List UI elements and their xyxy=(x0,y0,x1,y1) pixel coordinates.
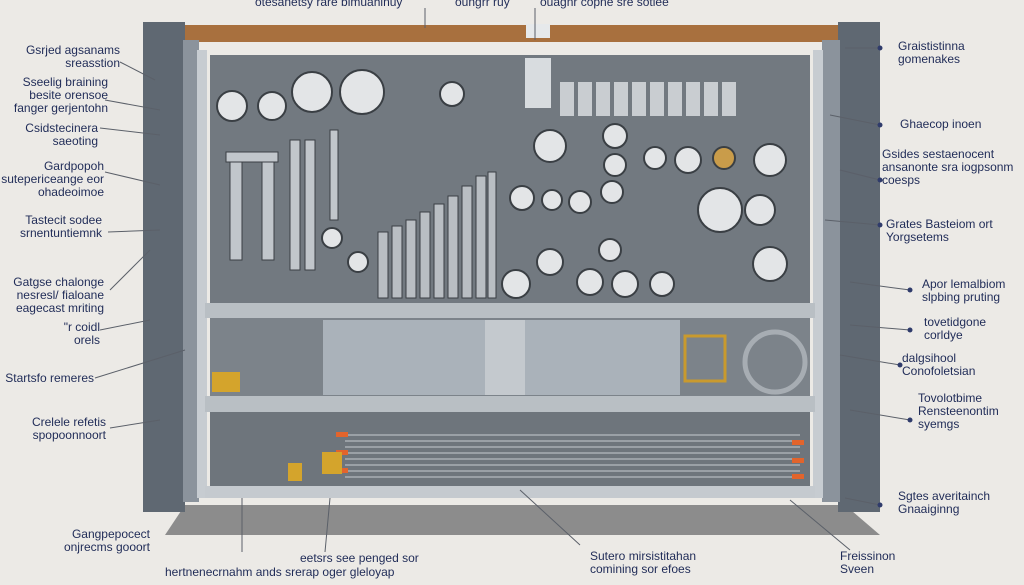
door-opener-bracket xyxy=(525,58,551,108)
roller-set xyxy=(216,69,788,299)
label-bottom-1: eetsrs see penged sor xyxy=(300,551,419,565)
label-top-right: ouagnr copne sre sotiee xyxy=(540,0,669,9)
label-right-2: Ghaecop inoen xyxy=(900,117,982,131)
bronze-bushing xyxy=(712,146,736,170)
middle-shelf xyxy=(205,396,815,412)
right-door-jamb xyxy=(838,22,880,512)
left-door-jamb xyxy=(143,22,185,512)
bolt-set xyxy=(225,129,339,271)
label-top-mid: oungrr ruy xyxy=(455,0,510,9)
label-top-left: otesanetsy rare bimuahinuy xyxy=(255,0,403,9)
torsion-cable-bundle xyxy=(345,434,800,478)
upper-shelf xyxy=(205,303,815,318)
socket-wrench-set xyxy=(377,171,497,299)
right-vertical-track xyxy=(813,50,823,498)
label-left-8: Startsfo remeres xyxy=(5,371,94,385)
callout-dots xyxy=(877,45,913,508)
yellow-tape-measure xyxy=(212,372,240,392)
center-storage-panel-left xyxy=(323,320,485,395)
spring-tube-row xyxy=(560,82,736,116)
label-bottom-2: hertnenecrnahm ands srerap oger gleloyap xyxy=(165,565,395,579)
bottom-rail xyxy=(205,486,815,498)
coiled-cable xyxy=(742,329,808,395)
wooden-header-beam xyxy=(175,25,847,42)
floor-slab xyxy=(165,505,880,535)
center-storage-panel-right xyxy=(525,320,680,395)
yellow-clamp xyxy=(683,334,727,383)
left-vertical-track xyxy=(197,50,207,498)
callout-leader-lines xyxy=(94,8,911,553)
